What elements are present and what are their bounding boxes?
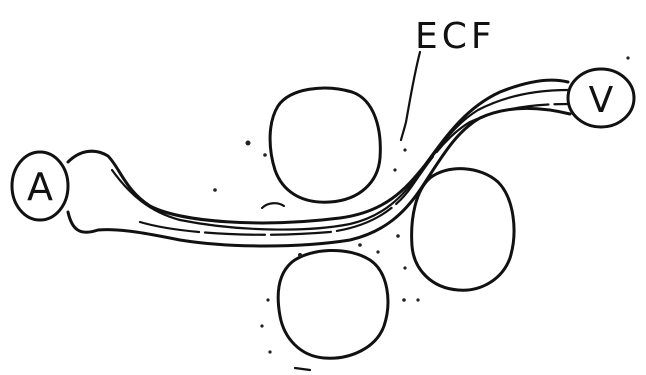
speckle <box>358 243 362 247</box>
speckle <box>402 298 406 302</box>
speckle <box>626 56 629 59</box>
artery-label: A <box>27 165 53 209</box>
speckle <box>376 250 379 253</box>
vein-node: V <box>568 69 634 127</box>
ecf-pointer-line <box>401 52 420 140</box>
speckle-mark <box>295 368 310 370</box>
speckle <box>213 188 217 192</box>
speckle <box>298 253 302 257</box>
speckle <box>393 168 396 171</box>
tissue-cells <box>270 88 514 358</box>
speckle <box>266 298 269 301</box>
ecf-annotation: ECF <box>401 16 496 140</box>
vein-label: V <box>589 80 614 121</box>
cell-upper <box>270 88 380 202</box>
speckle <box>396 234 400 238</box>
capillary-lower-wall <box>68 109 570 247</box>
ecf-label: ECF <box>415 16 496 57</box>
cell-right <box>412 169 514 291</box>
speckle-mark <box>262 203 284 208</box>
artery-node: A <box>12 152 68 220</box>
speckle <box>416 298 419 301</box>
speckle <box>246 141 251 146</box>
speckle <box>260 324 263 327</box>
speckle <box>263 153 267 157</box>
speckle <box>403 266 406 269</box>
cell-lower <box>278 250 388 358</box>
capillary-vessel <box>68 80 570 246</box>
speckle <box>268 350 271 353</box>
speckle <box>403 148 406 151</box>
